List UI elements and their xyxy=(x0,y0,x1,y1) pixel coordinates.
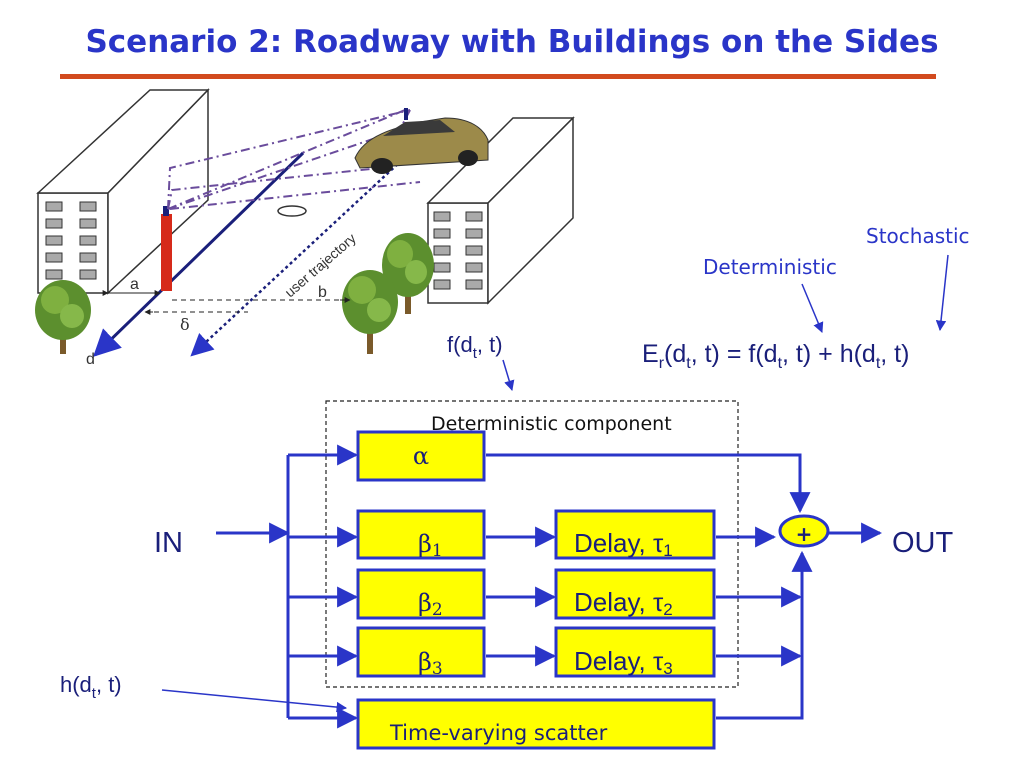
slide-title: Scenario 2: Roadway with Buildings on th… xyxy=(85,24,939,60)
tree-icon xyxy=(342,270,398,354)
equation-text: Er(dt, t) = f(dt, t) + h(dt, t) xyxy=(642,340,909,372)
roadway-illustration: d user trajectory xyxy=(35,88,575,368)
antenna-pole xyxy=(161,214,172,291)
label-b: b xyxy=(318,284,327,301)
beta-3-label: β3 xyxy=(418,648,443,679)
title-divider xyxy=(60,74,936,79)
beta-2-gain-block xyxy=(356,568,486,620)
beta-2-label: β2 xyxy=(418,589,443,620)
label-delta: δ xyxy=(180,315,190,334)
road-axis-d xyxy=(93,151,305,357)
beta-3-gain-block xyxy=(356,626,486,678)
car-icon xyxy=(354,108,489,174)
delay-3-label: Delay, τ3 xyxy=(574,646,673,678)
label-d: d xyxy=(86,351,95,368)
channel-equation: Stochastic Deterministic Er(dt, t) = f(d… xyxy=(642,224,970,372)
deterministic-label: Deterministic xyxy=(703,255,837,279)
summing-junction xyxy=(778,514,830,548)
time-varying-scatter-label: Time-varying scatter xyxy=(389,721,608,745)
deterministic-component-box xyxy=(325,400,739,688)
tree-icon xyxy=(382,233,434,314)
beta-1-label: β1 xyxy=(418,530,443,561)
delay-3-block xyxy=(554,626,716,678)
sum-symbol: + xyxy=(796,522,813,546)
label-a: a xyxy=(130,276,139,293)
scatter-ellipse xyxy=(277,205,307,217)
block-diagram: f(dt, t) Deterministic component IN OUT xyxy=(60,332,954,750)
deterministic-component-label: Deterministic component xyxy=(431,413,672,435)
h-label: h(dt, t) xyxy=(60,672,122,702)
alpha-gain-block xyxy=(356,430,486,482)
beta-1-gain-block xyxy=(356,509,486,560)
f-label: f(dt, t) xyxy=(447,332,503,362)
input-label: IN xyxy=(154,527,183,559)
alpha-symbol: α xyxy=(413,442,429,470)
tree-icon xyxy=(35,280,91,354)
delay-2-label: Delay, τ2 xyxy=(574,587,673,619)
stochastic-label: Stochastic xyxy=(866,224,970,248)
delay-1-block xyxy=(554,509,716,560)
time-varying-scatter-block xyxy=(356,698,716,750)
left-building xyxy=(36,88,210,295)
delay-1-label: Delay, τ1 xyxy=(574,528,673,560)
output-label: OUT xyxy=(892,527,954,559)
delay-2-block xyxy=(554,568,716,620)
